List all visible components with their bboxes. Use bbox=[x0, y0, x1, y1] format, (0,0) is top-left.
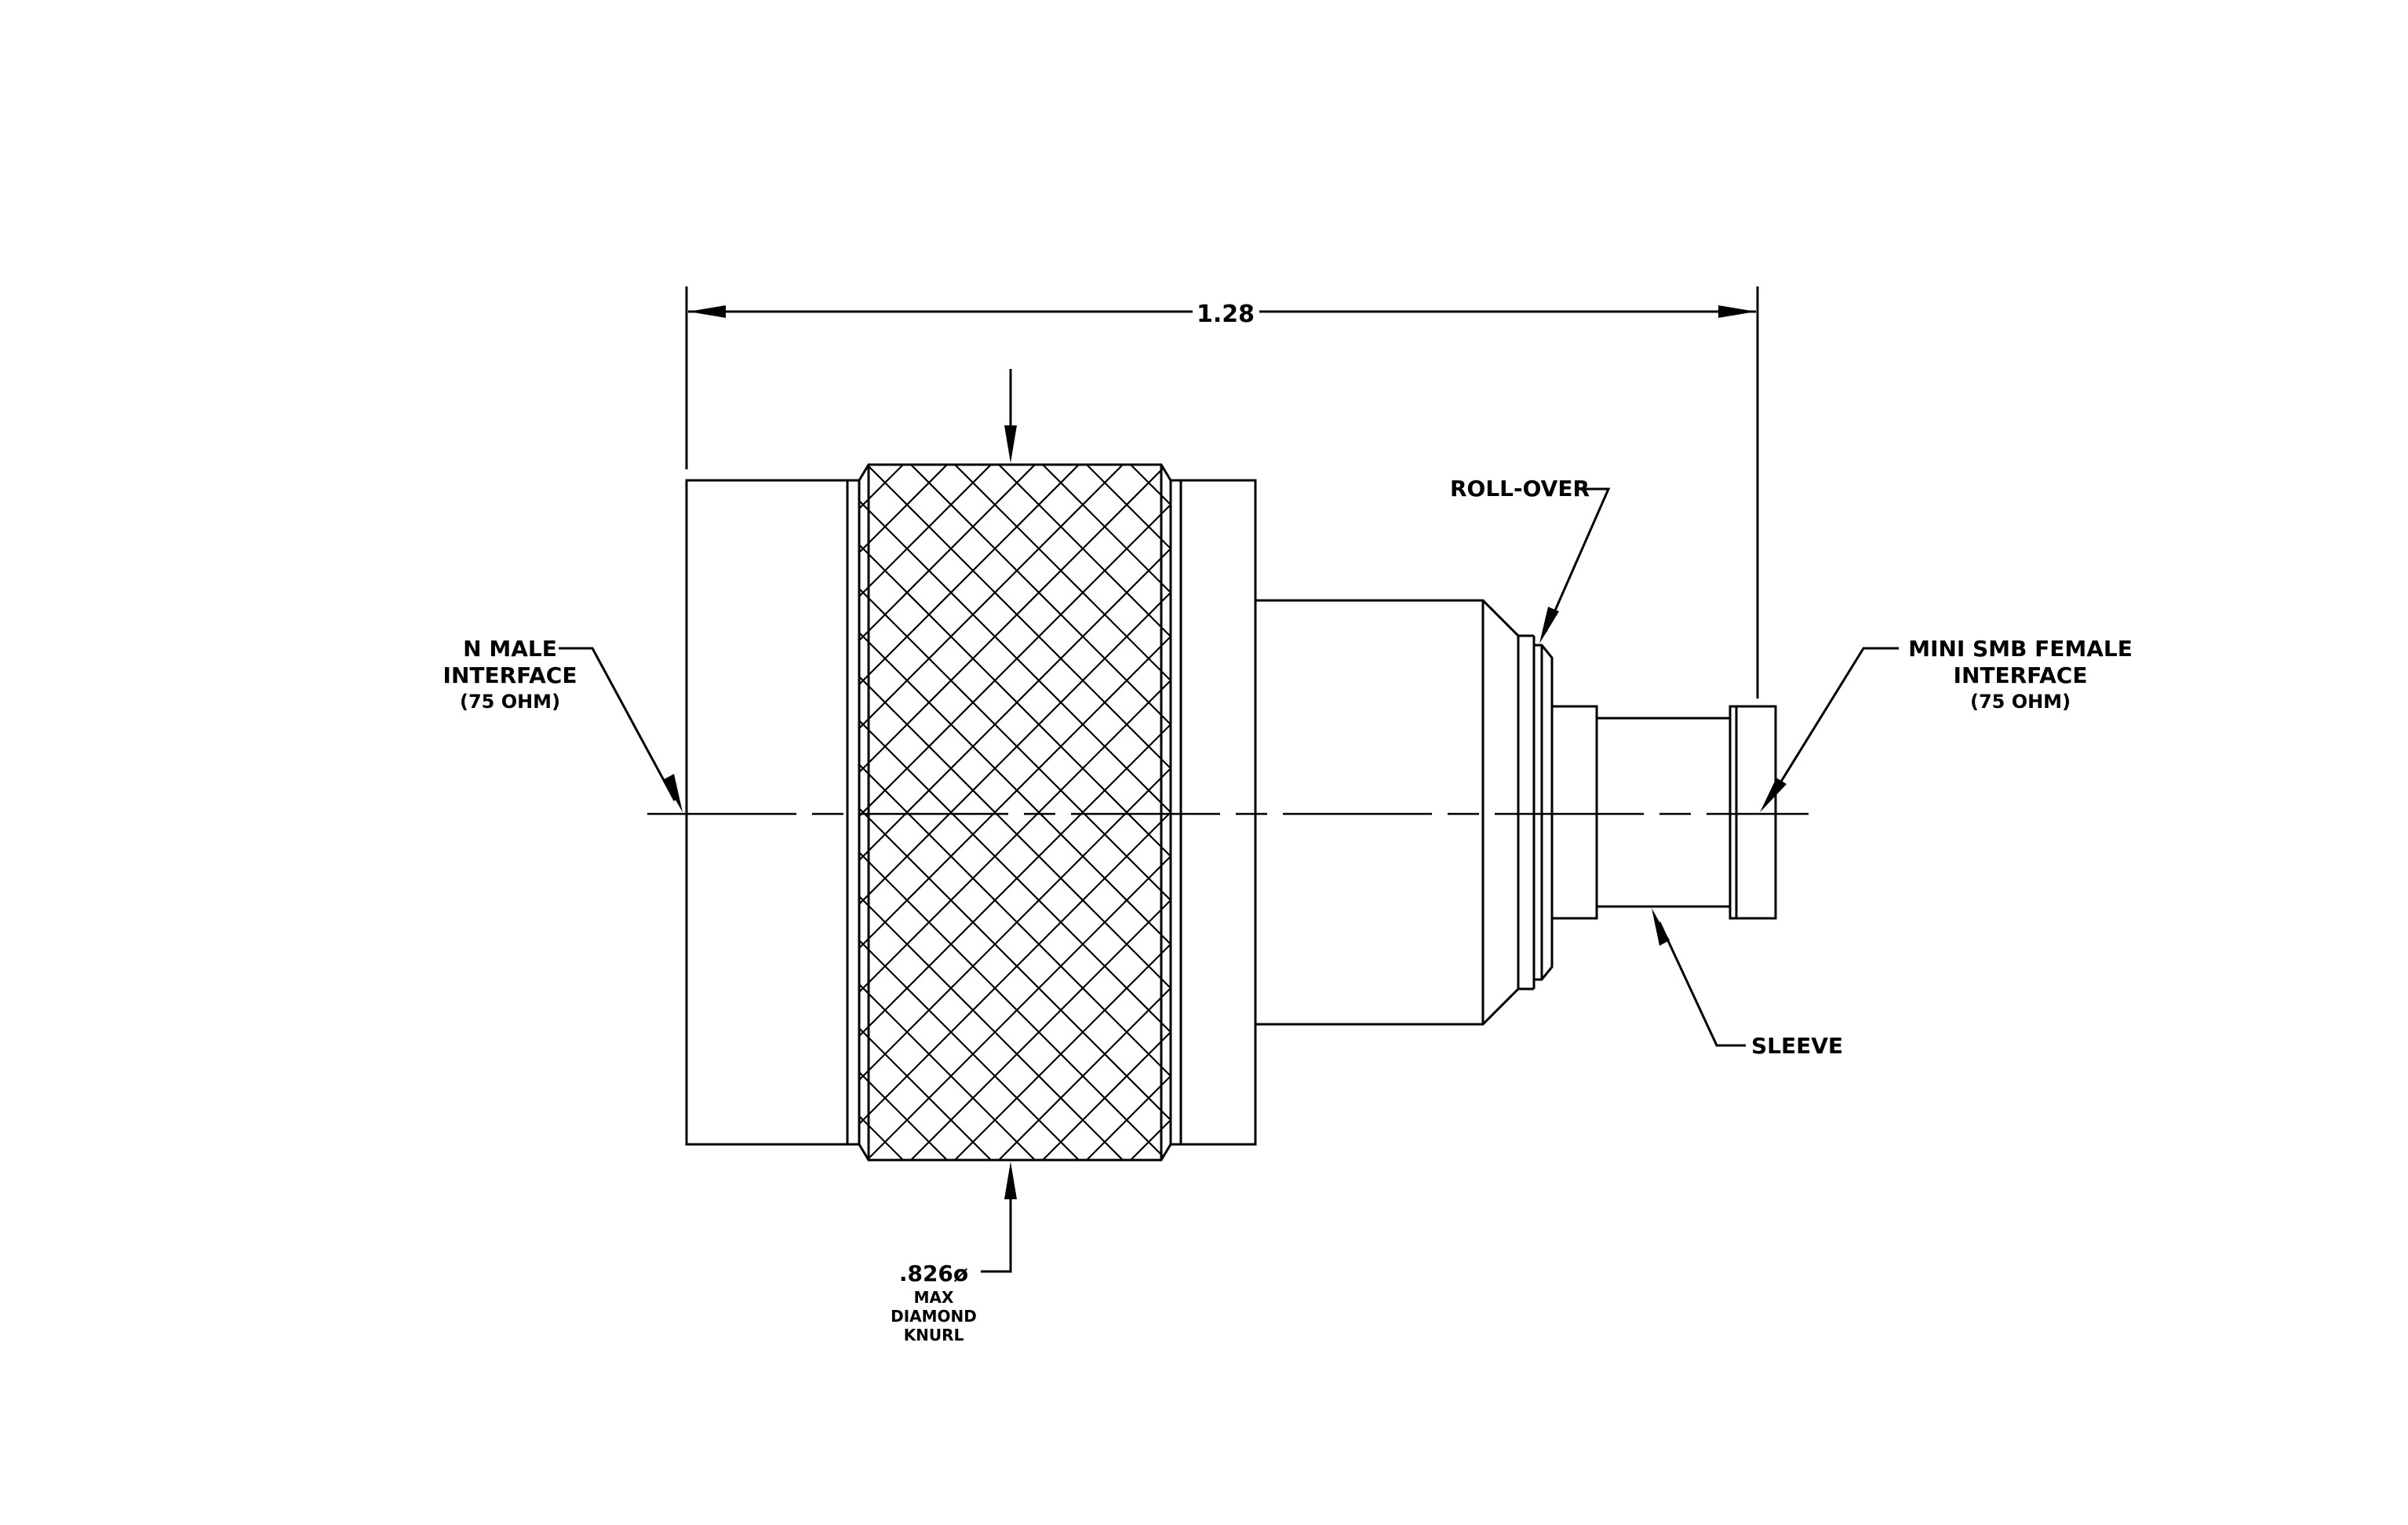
n-male-label-2: INTERFACE bbox=[443, 662, 577, 688]
knurl-hatch-line bbox=[859, 465, 1036, 1160]
knurl-hatch-line bbox=[859, 465, 948, 1160]
knurl-hatch-line bbox=[859, 465, 1080, 1160]
n-male-label-3: (75 OHM) bbox=[460, 691, 560, 713]
knurl-hatch-line bbox=[954, 465, 1171, 1160]
mini-smb-interface bbox=[1550, 705, 1777, 920]
knurl-hatch-line bbox=[998, 465, 1171, 1160]
knurl-hatch-line bbox=[1042, 465, 1171, 1160]
knurl-hatch-line bbox=[1790, 465, 2408, 1160]
knurl-top-arrow bbox=[1004, 425, 1017, 463]
knurl-hatch-line bbox=[1834, 465, 2408, 1160]
knurl-hatch-line bbox=[859, 465, 1036, 1160]
knurl-hatch-line bbox=[866, 465, 1171, 1160]
knurl-hatch-line bbox=[1526, 465, 2221, 1160]
knurl-hatch-line bbox=[1526, 465, 2221, 1160]
sleeve-leader-arrow bbox=[1652, 908, 1670, 946]
roll-over-section bbox=[1517, 634, 1554, 991]
knurl-hatch-line bbox=[859, 465, 1080, 1160]
mini-smb-leader-arrow bbox=[1760, 778, 1787, 812]
knurl-hatch-line bbox=[859, 465, 860, 1160]
knurl-hatch-line bbox=[1042, 465, 1171, 1160]
n-male-callout: N MALE INTERFACE (75 OHM) bbox=[443, 636, 683, 812]
knurl-hatch-line bbox=[859, 465, 1171, 1160]
mini-smb-label-3: (75 OHM) bbox=[1970, 691, 2071, 713]
mini-smb-label-1: MINI SMB FEMALE bbox=[1908, 636, 2133, 662]
arrowhead-left bbox=[688, 305, 726, 318]
knurl-hatch bbox=[859, 465, 2408, 1160]
knurl-hatch-line bbox=[859, 465, 1124, 1160]
knurl-hatch-line bbox=[859, 465, 1171, 1160]
n-male-label-1: N MALE bbox=[463, 636, 557, 662]
knurl-hatch-line bbox=[859, 465, 992, 1160]
knurl-hatch-line bbox=[998, 465, 1171, 1160]
knurl-hatch-line bbox=[1394, 465, 2089, 1160]
overall-length-dimension: 1.28 bbox=[685, 286, 1759, 699]
knurl-hatch-line bbox=[866, 465, 1171, 1160]
knurl-hatch-line bbox=[859, 465, 1171, 1160]
knurl-diameter-label: .826ø bbox=[899, 1260, 968, 1286]
knurl-hatch-line bbox=[859, 465, 948, 1160]
knurl-hatch-line bbox=[1614, 465, 2309, 1160]
sleeve-label: SLEEVE bbox=[1751, 1033, 1843, 1059]
knurl-hatch-line bbox=[1570, 465, 2265, 1160]
knurl-diamond-label: DIAMOND bbox=[891, 1307, 977, 1326]
knurl-hatch-line bbox=[859, 465, 904, 1160]
main-cylinder bbox=[1255, 599, 1520, 1026]
diamond-knurl-nut bbox=[858, 463, 2408, 1162]
knurl-hatch-line bbox=[1350, 465, 2046, 1160]
sleeve-callout: SLEEVE bbox=[1652, 908, 1843, 1059]
roll-over-label: ROLL-OVER bbox=[1450, 476, 1590, 502]
roll-over-leader-arrow bbox=[1539, 607, 1559, 644]
knurl-hatch-line bbox=[1306, 465, 2002, 1160]
knurl-hatch-line bbox=[859, 465, 1124, 1160]
knurl-max-label: MAX bbox=[914, 1288, 954, 1307]
knurl-hatch-line bbox=[859, 465, 1168, 1160]
mini-smb-label-2: INTERFACE bbox=[1954, 662, 2088, 688]
knurl-hatch-line bbox=[1262, 465, 1958, 1160]
knurl-hatch-line bbox=[1130, 465, 1171, 1160]
knurl-hatch-line bbox=[1570, 465, 2265, 1160]
knurl-hatch-line bbox=[954, 465, 1171, 1160]
roll-over-callout: ROLL-OVER bbox=[1450, 476, 1611, 644]
knurl-hatch-line bbox=[1746, 465, 2408, 1160]
knurl-hatch-line bbox=[859, 465, 1168, 1160]
overall-length-label: 1.28 bbox=[1197, 301, 1255, 328]
arrowhead-right bbox=[1718, 305, 1756, 318]
knurl-hatch-line bbox=[859, 465, 992, 1160]
knurl-hatch-line bbox=[1086, 465, 1171, 1160]
knurl-bottom-arrow bbox=[1004, 1162, 1017, 1199]
knurl-hatch-line bbox=[859, 465, 860, 1160]
knurl-hatch-line bbox=[1262, 465, 1958, 1160]
smb-sleeve bbox=[1597, 717, 1732, 908]
knurl-hatch-line bbox=[1086, 465, 1171, 1160]
knurl-hatch-line bbox=[859, 465, 1171, 1160]
knurl-hatch-line bbox=[910, 465, 1171, 1160]
knurl-hatch-line bbox=[859, 465, 1171, 1160]
knurl-knurl-label: KNURL bbox=[904, 1326, 964, 1344]
knurl-hatch-line bbox=[1790, 465, 2408, 1160]
knurl-hatch-line bbox=[859, 465, 1171, 1160]
smb-step bbox=[1550, 705, 1598, 920]
n-male-leader-arrow bbox=[664, 774, 683, 812]
knurl-hatch-line bbox=[1306, 465, 2002, 1160]
knurl-hatch-line bbox=[859, 465, 904, 1160]
knurl-collar-left bbox=[846, 479, 861, 1146]
knurl-hatch-line bbox=[859, 465, 1171, 1160]
knurl-hatch-line bbox=[1614, 465, 2309, 1160]
knurl-hatch-line bbox=[1350, 465, 2046, 1160]
mini-smb-callout: MINI SMB FEMALE INTERFACE (75 OHM) bbox=[1760, 636, 2133, 812]
center-body bbox=[1171, 479, 1520, 1146]
knurl-hatch-line bbox=[1130, 465, 1171, 1160]
knurl-hatch-line bbox=[1746, 465, 2408, 1160]
knurl-hatch-line bbox=[1394, 465, 2089, 1160]
knurl-hatch-line bbox=[859, 465, 1171, 1160]
n-male-body bbox=[685, 479, 861, 1146]
knurl-hatch-line bbox=[1834, 465, 2408, 1160]
smb-end-ring bbox=[1729, 705, 1777, 920]
knurl-hatch-line bbox=[859, 465, 1171, 1160]
knurl-hatch-line bbox=[910, 465, 1171, 1160]
knurl-callout: .826ø MAX DIAMOND KNURL bbox=[891, 369, 1017, 1344]
